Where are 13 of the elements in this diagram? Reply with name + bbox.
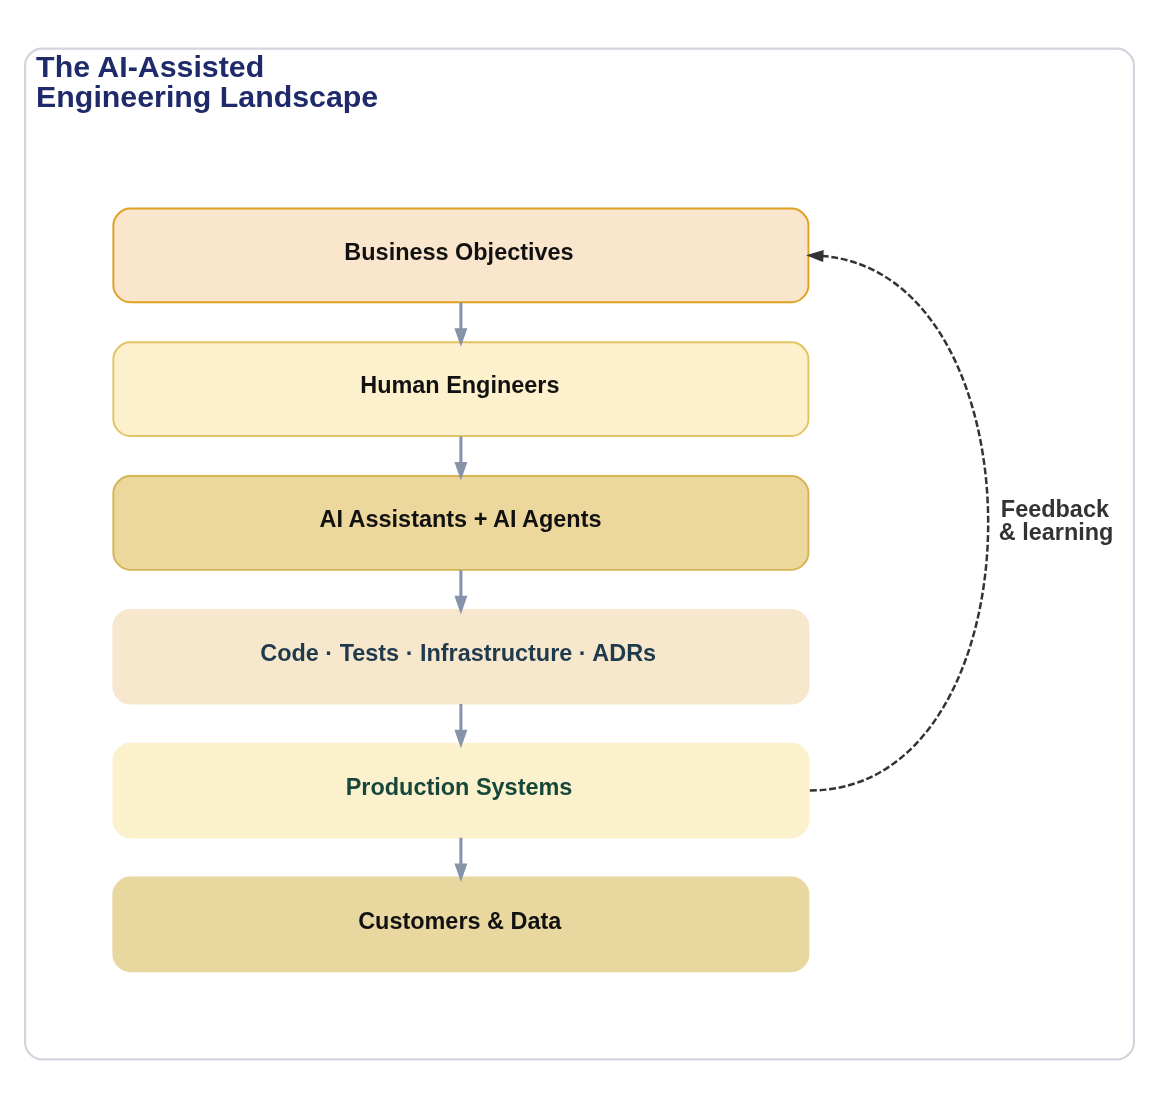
node-box: Business Objectives [112,207,810,303]
node-box: Production Systems [112,742,810,838]
arrow [454,569,468,614]
arrow [454,703,468,748]
arrow [454,302,468,347]
arrow [806,249,990,792]
node-box: AI Assistants + AI Agents [112,474,810,571]
node-box: Human Engineers [112,340,810,437]
arrow [454,435,468,481]
node-box: Customers & Data [112,875,810,972]
arrow [454,837,468,882]
node-box: Code · Tests · Infrastructure · ADRs [112,608,810,705]
edge-label: Feedback & learning [998,495,1114,545]
